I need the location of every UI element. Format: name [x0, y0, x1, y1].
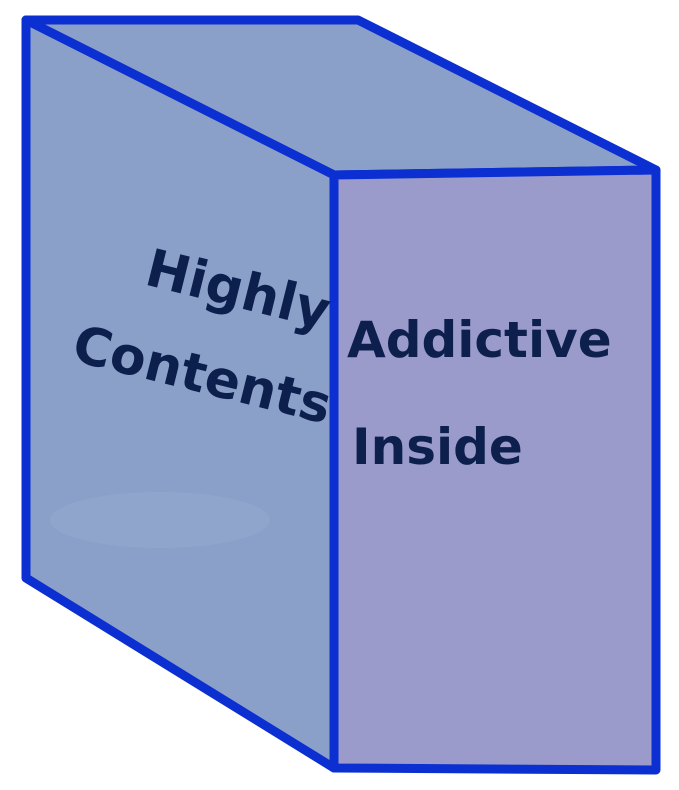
front-face-word-2: Inside — [352, 418, 523, 476]
front-face-word-1: Addictive — [347, 311, 612, 369]
left-face-smudge — [50, 492, 270, 548]
box-front-face — [329, 165, 661, 775]
